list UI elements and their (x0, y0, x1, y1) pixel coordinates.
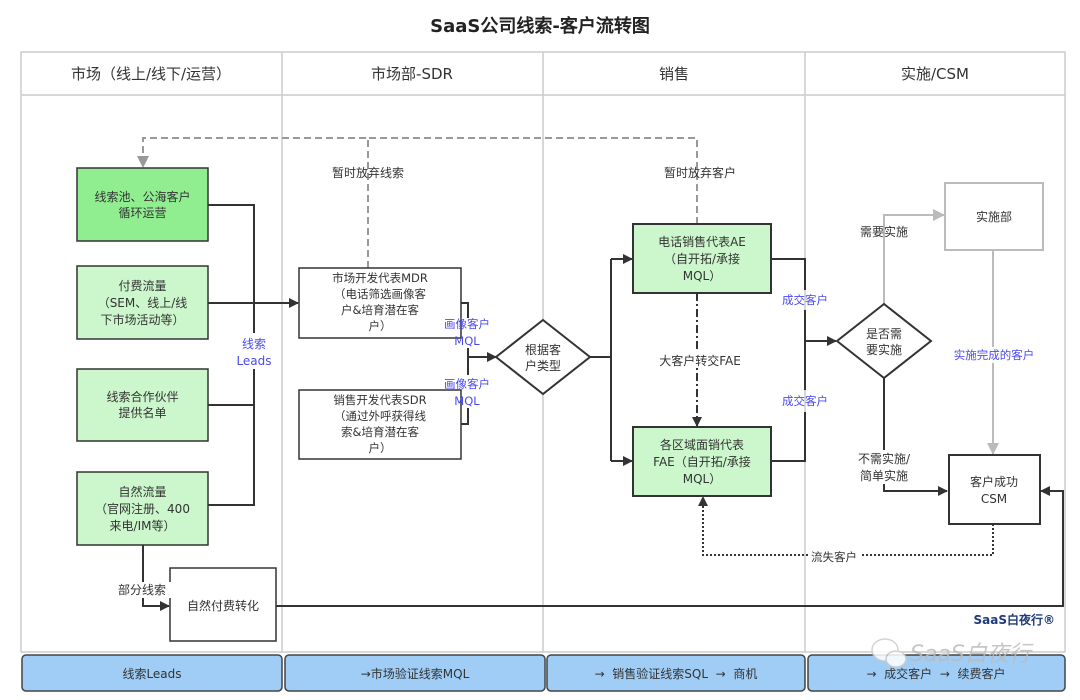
label-drop-leads: 暂时放弃线索 (332, 165, 404, 180)
node-lead-pool[interactable] (76, 167, 209, 242)
label-big-to-fae: 大客户转交FAE (659, 353, 741, 368)
node-organic-paid[interactable] (169, 567, 277, 642)
node-need-impl-decision[interactable] (835, 302, 933, 380)
stage-mql-label: →市场验证线索MQL (361, 666, 470, 681)
label-no-need-impl: 不需实施/简单实施 (858, 451, 911, 483)
stage-customer (807, 654, 1066, 692)
node-classify-decision[interactable] (494, 318, 592, 396)
node-partner-label: 线索合作伙伴提供名单 (106, 389, 178, 420)
node-paid-traffic[interactable] (76, 265, 209, 340)
label-churn: 流失客户 (811, 550, 857, 564)
node-sdr-label: 销售开发代表SDR（通过外呼获得线索&培育潜在客户） (333, 393, 426, 455)
stage-sql-label: → 销售验证线索SQL → 商机 (595, 666, 758, 681)
node-partner[interactable] (76, 368, 209, 442)
watermark-text: SaaS白夜行 (910, 642, 1034, 667)
node-fae[interactable] (632, 426, 772, 497)
label-need-impl: 需要实施 (860, 224, 908, 239)
swimlane-frame (20, 51, 1066, 653)
node-ae[interactable] (632, 223, 772, 294)
watermark: SaaS白夜行 (871, 638, 1034, 668)
stage-mql (284, 654, 546, 692)
node-impl-dept-label: 实施部 (976, 209, 1012, 224)
node-impl-dept[interactable] (944, 182, 1044, 251)
lane-header-sales: 销售 (659, 65, 689, 83)
brand-label: SaaS白夜行® (974, 612, 1055, 627)
node-lead-pool-label: 线索池、公海客户循环运营 (94, 189, 190, 220)
lane-header-sdr: 市场部-SDR (371, 65, 453, 83)
gray-edges (137, 137, 999, 455)
stage-leads (21, 654, 283, 692)
node-sdr[interactable] (298, 389, 462, 460)
node-need-impl-label: 是否需要实施 (866, 327, 902, 357)
stage-sql (546, 654, 806, 692)
stage-leads-label: 线索Leads (122, 667, 181, 681)
lane-header-market: 市场（线上/线下/运营） (71, 65, 231, 83)
stage-customer-label: → 成交客户 → 续费客户 (867, 666, 1006, 681)
node-organic[interactable] (76, 471, 209, 546)
node-mdr-label: 市场开发代表MDR（电话筛选画像客户&培育潜在客户） (332, 271, 428, 333)
label-impl-done: 实施完成的客户 (954, 348, 1035, 362)
stage-bar: 线索Leads →市场验证线索MQL → 销售验证线索SQL → 商机 → 成交… (21, 654, 1066, 692)
node-organic-paid-label: 自然付费转化 (187, 598, 259, 613)
node-csm[interactable] (948, 454, 1041, 525)
lane-header-csm: 实施/CSM (901, 65, 969, 83)
label-drop-customer: 暂时放弃客户 (664, 165, 736, 180)
label-deal-2: 成交客户 (782, 394, 828, 408)
node-paid-traffic-label: 付费流量（SEM、线上/线下市场活动等） (98, 279, 188, 327)
label-deal-1: 成交客户 (782, 293, 828, 307)
label-partial-leads: 部分线索 (118, 582, 166, 597)
diagram-title: SaaS公司线索-客户流转图 (430, 15, 650, 37)
edges (142, 204, 1064, 611)
node-mdr[interactable] (298, 267, 462, 339)
node-classify-label: 根据客户类型 (525, 342, 561, 373)
wechat-icon (871, 638, 907, 668)
